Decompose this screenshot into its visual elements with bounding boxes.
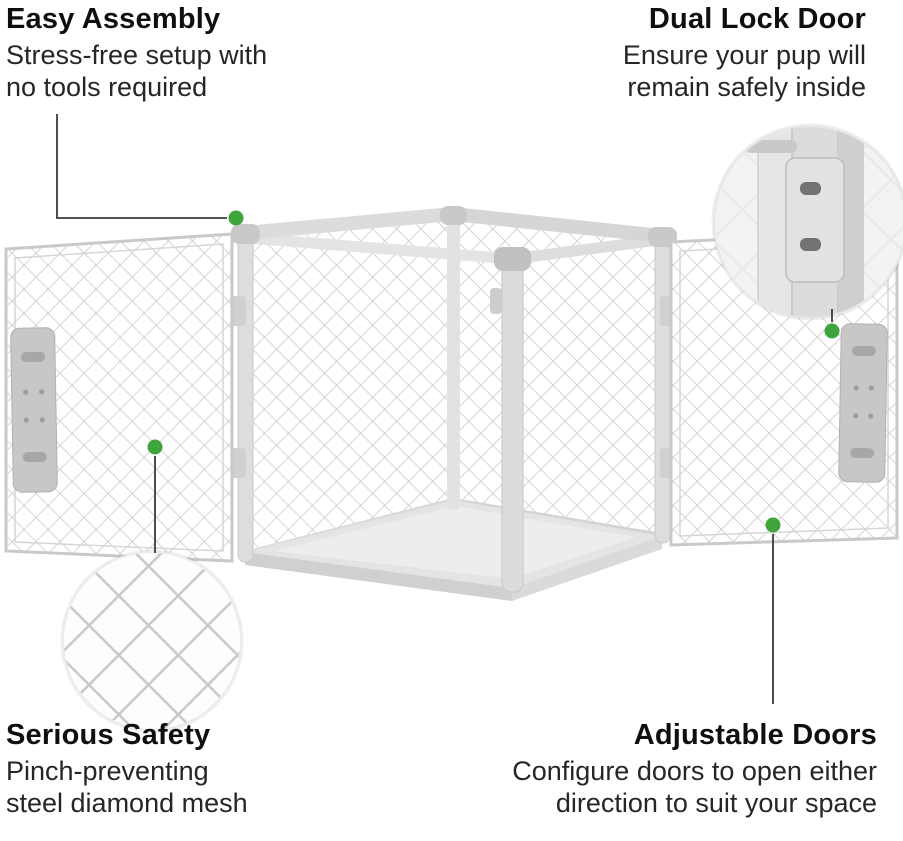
callout-body-line: Pinch-preventing — [6, 756, 209, 786]
callout-line-easy-assembly — [56, 114, 227, 219]
left-door — [4, 232, 246, 563]
callout-body-easy-assembly: Stress-free setup with no tools required — [6, 39, 267, 103]
right-door-lock-plate — [838, 323, 888, 483]
callout-body-dual-lock-door: Ensure your pup will remain safely insid… — [623, 39, 866, 103]
callout-body-serious-safety: Pinch-preventing steel diamond mesh — [6, 755, 248, 819]
callout-body-adjustable-doors: Configure doors to open either direction… — [512, 755, 877, 819]
callout-body-line: no tools required — [6, 72, 208, 102]
crate-base-mat — [245, 500, 662, 601]
callout-body-line: Stress-free setup with — [6, 40, 268, 70]
callout-dual-lock-door: Dual Lock Door Ensure your pup will rema… — [623, 2, 866, 103]
callout-title-serious-safety: Serious Safety — [6, 719, 211, 751]
callout-title-adjustable-doors: Adjustable Doors — [633, 719, 877, 751]
mesh-detail-inset — [60, 549, 244, 733]
callout-title-easy-assembly: Easy Assembly — [6, 3, 221, 35]
lock-detail-inset — [711, 123, 903, 321]
crate-right-wall — [451, 212, 664, 542]
marker-dot-adjustable-doors — [765, 517, 781, 533]
callout-body-line: Configure doors to open either — [512, 756, 877, 786]
marker-dot-easy-assembly — [228, 210, 244, 226]
top-frame — [238, 207, 669, 265]
callout-adjustable-doors: Adjustable Doors Configure doors to open… — [512, 718, 877, 819]
callout-title-dual-lock-door: Dual Lock Door — [648, 3, 866, 35]
callout-markers — [147, 210, 840, 533]
callout-serious-safety: Serious Safety Pinch-preventing steel di… — [6, 718, 248, 819]
callout-body-line: steel diamond mesh — [6, 788, 248, 818]
crate-left-wall — [243, 212, 455, 560]
callout-body-line: Ensure your pup will — [622, 40, 866, 70]
callout-body-line: remain safely inside — [627, 72, 866, 102]
callout-body-line: direction to suit your space — [555, 788, 877, 818]
marker-dot-serious-safety — [147, 439, 163, 455]
marker-dot-dual-lock-door — [824, 323, 840, 339]
left-door-lock-plate — [10, 327, 58, 493]
callout-lines — [56, 114, 833, 704]
callout-easy-assembly: Easy Assembly Stress-free setup with no … — [6, 2, 267, 103]
